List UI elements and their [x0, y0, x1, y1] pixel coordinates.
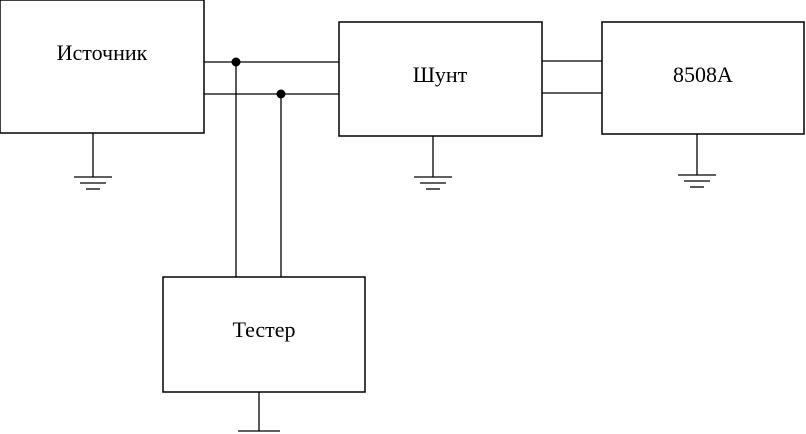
shunt-box — [338, 21, 543, 137]
meter-box — [601, 21, 805, 135]
source-block: Источник — [0, 0, 205, 134]
ground-icon-tester — [238, 392, 280, 432]
shunt-label: Шунт — [413, 62, 468, 87]
source-box — [0, 0, 205, 134]
ground-icon-meter — [678, 134, 716, 188]
tester-block: Тестер — [162, 276, 366, 393]
shunt-block: Шунт — [338, 21, 543, 137]
junction-dot-top — [231, 57, 241, 67]
source-label: Источник — [57, 40, 148, 65]
junction-dot-bottom — [276, 89, 286, 99]
ground-icon-shunt — [414, 136, 452, 190]
meter-label: 8508A — [673, 62, 733, 87]
tester-label: Тестер — [232, 317, 295, 342]
tester-box — [162, 276, 366, 393]
ground-icon-source — [74, 133, 112, 190]
meter-block: 8508A — [601, 21, 805, 135]
